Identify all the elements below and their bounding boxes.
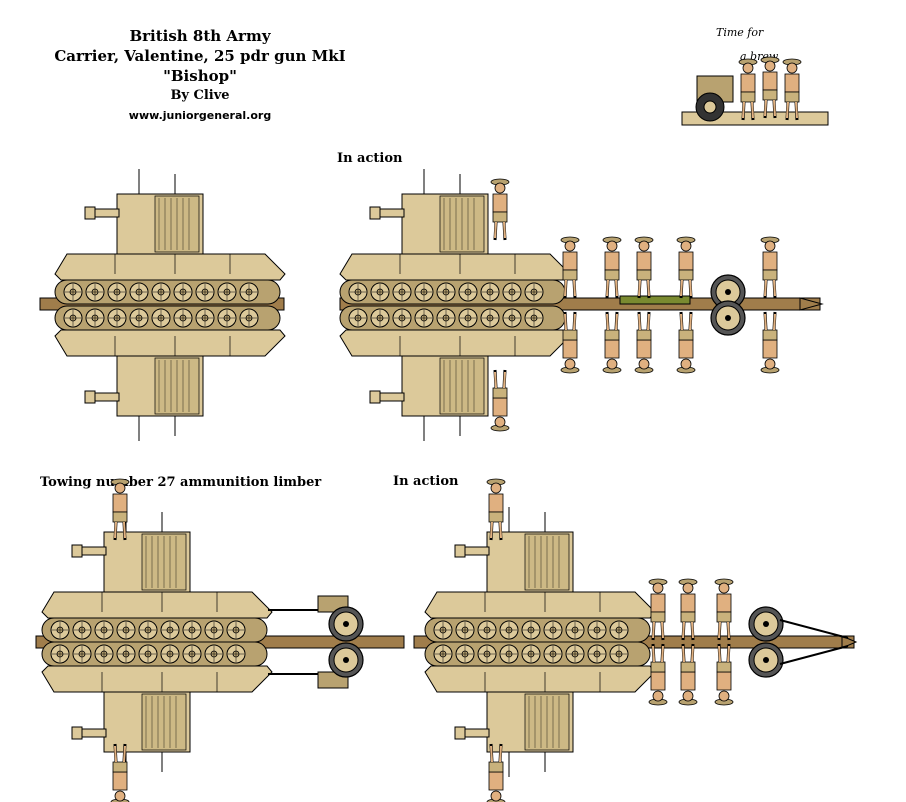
website-link[interactable]: www.juniorgeneral.org: [128, 109, 272, 122]
sheet-header: British 8th Army Carrier, Valentine, 25 …: [20, 26, 380, 122]
brew-caption-1: Time for: [716, 26, 764, 39]
caption-in-action-bottom: In action: [393, 474, 459, 489]
caption-towing: Towing number 27 ammunition limber: [40, 475, 322, 490]
title-line-2: Carrier, Valentine, 25 pdr gun MkI: [54, 47, 346, 65]
title-line-1: British 8th Army: [129, 27, 271, 45]
model-bottom-right: [413, 477, 858, 802]
model-top-right: [339, 169, 824, 441]
brew-vignette: [681, 55, 829, 126]
caption-in-action-top: In action: [337, 151, 403, 166]
title-line-3: "Bishop": [163, 67, 237, 85]
author-credit: By Clive: [170, 88, 230, 103]
model-top-left: [39, 169, 285, 441]
model-bottom-left: [35, 477, 405, 802]
